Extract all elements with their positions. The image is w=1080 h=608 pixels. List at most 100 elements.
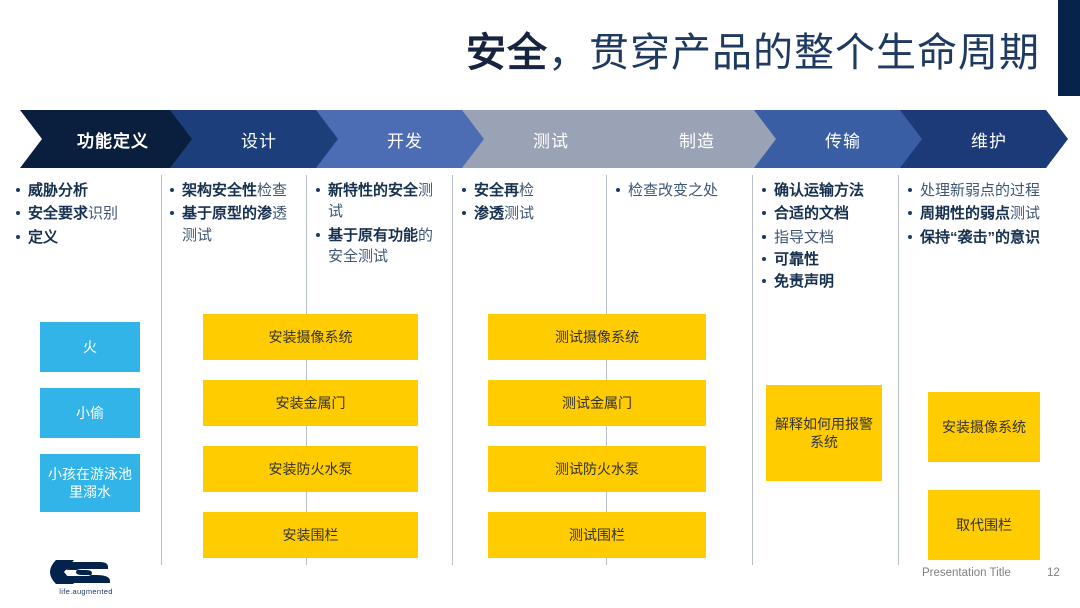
bullet-text-strong: 新特性的安全 (328, 182, 419, 199)
action-box[interactable]: 取代围栏 (928, 490, 1040, 560)
bullet-text-strong: 合适的文档 (774, 205, 850, 223)
bullet-item: 架构安全性检查 (168, 180, 300, 201)
column-divider (606, 175, 607, 565)
bullet-text: 检查改变之处 (628, 182, 719, 199)
bullet-text: 识别 (88, 205, 119, 223)
bullet-text: 透测试 (182, 205, 288, 244)
process-step-label: 制造 (679, 131, 715, 151)
accent-bar (1058, 0, 1080, 96)
column-divider (452, 175, 453, 565)
action-box[interactable]: 安装防火水泵 (203, 446, 418, 492)
action-box[interactable]: 测试摄像系统 (488, 314, 706, 360)
sub-bullet-list: 指导文档可靠性免责声明 (760, 227, 892, 293)
bullet-list: 安全再检渗透测试 (460, 180, 600, 225)
bullet-list: 新特性的安全测试基于原有功能的安全测试 (314, 180, 446, 267)
bullet-text: 检 (519, 182, 535, 199)
column-divider (306, 175, 307, 565)
bullet-item: 可靠性 (760, 249, 892, 270)
bullet-item: 确认运输方法 (760, 180, 892, 201)
bullet-text-strong: 免责声明 (774, 273, 835, 291)
bullet-text-strong: 确认运输方法 (774, 182, 865, 199)
page-title-rest: ，贯穿产品的整个生命周期 (548, 31, 1040, 75)
process-chevron-bar: 功能定义 设计 开发 测试 制造 传输 维护 (20, 110, 1060, 168)
bullet-text: 检查 (257, 182, 288, 199)
bullet-text-strong: 周期性的弱点 (920, 205, 1011, 223)
bullet-item: 渗透测试 (460, 203, 600, 224)
content-column-1: 威胁分析安全要求识别定义 (14, 180, 154, 250)
process-step-4[interactable]: 测试 (458, 110, 630, 168)
bullet-item: 周期性的弱点测试 (906, 203, 1056, 224)
bullet-text-strong: 架构安全性 (182, 182, 258, 199)
bullet-item: 基于原型的渗透测试 (168, 203, 300, 246)
bullet-list: 威胁分析安全要求识别定义 (14, 180, 154, 248)
bullet-text-strong: 基于原型的渗 (182, 205, 273, 223)
action-box[interactable]: 安装金属门 (203, 380, 418, 426)
content-column-3: 新特性的安全测试基于原有功能的安全测试 (314, 180, 446, 269)
bullet-item: 处理新弱点的过程 (906, 180, 1056, 201)
process-step-label: 功能定义 (77, 131, 149, 151)
bullet-list: 处理新弱点的过程周期性的弱点测试保持“袭击”的意识 (906, 180, 1056, 248)
bullet-list: 检查改变之处 (614, 180, 746, 201)
bullet-text-strong: 威胁分析 (28, 182, 89, 199)
bullet-item: 新特性的安全测试 (314, 180, 446, 223)
risk-box[interactable]: 小孩在游泳池里溺水 (40, 454, 140, 512)
process-step-6[interactable]: 传输 (750, 110, 922, 168)
bullet-text: 测试 (504, 205, 535, 223)
content-column-7: 处理新弱点的过程周期性的弱点测试保持“袭击”的意识 (906, 180, 1056, 250)
action-box[interactable]: 安装摄像系统 (928, 392, 1040, 462)
bullet-text-strong: 安全要求 (28, 205, 89, 223)
bullet-item: 定义 (14, 227, 154, 248)
st-logo-mark (50, 560, 110, 584)
footer-page-number: 12 (1047, 567, 1060, 579)
risk-box[interactable]: 火 (40, 322, 140, 372)
bullet-text: 测试 (1010, 205, 1041, 223)
column-divider (898, 175, 899, 565)
action-box[interactable]: 测试防火水泵 (488, 446, 706, 492)
bullet-text-strong: 保持“袭击”的意识 (920, 228, 1041, 246)
page-title-bold: 安全 (466, 31, 548, 75)
bullet-text: 的安全测试 (328, 226, 434, 265)
process-step-label: 测试 (533, 131, 569, 151)
st-logo-tagline: life.augmented (59, 587, 113, 596)
bullet-text: 处理新弱点的过程 (920, 182, 1041, 199)
bullet-item: 安全要求识别 (14, 203, 154, 224)
st-logo: life.augmented (38, 556, 134, 600)
content-column-2: 架构安全性检查基于原型的渗透测试 (168, 180, 300, 248)
bullet-list: 架构安全性检查基于原型的渗透测试 (168, 180, 300, 246)
sub-bullet-group: 指导文档可靠性免责声明 (760, 227, 892, 293)
bullet-text-strong: 基于原有功能 (328, 226, 419, 244)
action-box[interactable]: 解释如何用报警系统 (766, 385, 882, 481)
risk-box[interactable]: 小偷 (40, 388, 140, 438)
process-step-2[interactable]: 设计 (166, 110, 338, 168)
bullet-item: 基于原有功能的安全测试 (314, 225, 446, 268)
content-column-5: 检查改变之处 (614, 180, 746, 203)
bullet-text: 测试 (328, 182, 434, 221)
bullet-text-strong: 定义 (28, 228, 59, 246)
process-step-label: 维护 (971, 131, 1007, 151)
action-box[interactable]: 测试金属门 (488, 380, 706, 426)
process-step-label: 设计 (241, 131, 277, 151)
process-step-5[interactable]: 制造 (604, 110, 776, 168)
bullet-item: 保持“袭击”的意识 (906, 227, 1056, 248)
process-step-1[interactable]: 功能定义 (20, 110, 192, 168)
bullet-item: 免责声明 (760, 271, 892, 292)
footer-presentation-title: Presentation Title (922, 567, 1011, 579)
action-box[interactable]: 安装摄像系统 (203, 314, 418, 360)
bullet-item: 指导文档 (760, 227, 892, 248)
action-box[interactable]: 测试围栏 (488, 512, 706, 558)
column-divider (161, 175, 162, 565)
process-step-3[interactable]: 开发 (312, 110, 484, 168)
bullet-list: 确认运输方法合适的文档指导文档可靠性免责声明 (760, 180, 892, 292)
process-step-7[interactable]: 维护 (896, 110, 1068, 168)
bullet-item: 威胁分析 (14, 180, 154, 201)
content-column-6: 确认运输方法合适的文档指导文档可靠性免责声明 (760, 180, 892, 293)
action-box[interactable]: 安装围栏 (203, 512, 418, 558)
bullet-item: 安全再检 (460, 180, 600, 201)
bullet-text-strong: 安全再 (474, 182, 520, 199)
bullet-text: 指导文档 (774, 228, 835, 246)
content-column-4: 安全再检渗透测试 (460, 180, 600, 227)
process-step-label: 开发 (387, 131, 423, 151)
process-step-label: 传输 (825, 131, 861, 151)
bullet-item: 检查改变之处 (614, 180, 746, 201)
bullet-text-strong: 渗透 (474, 205, 505, 223)
